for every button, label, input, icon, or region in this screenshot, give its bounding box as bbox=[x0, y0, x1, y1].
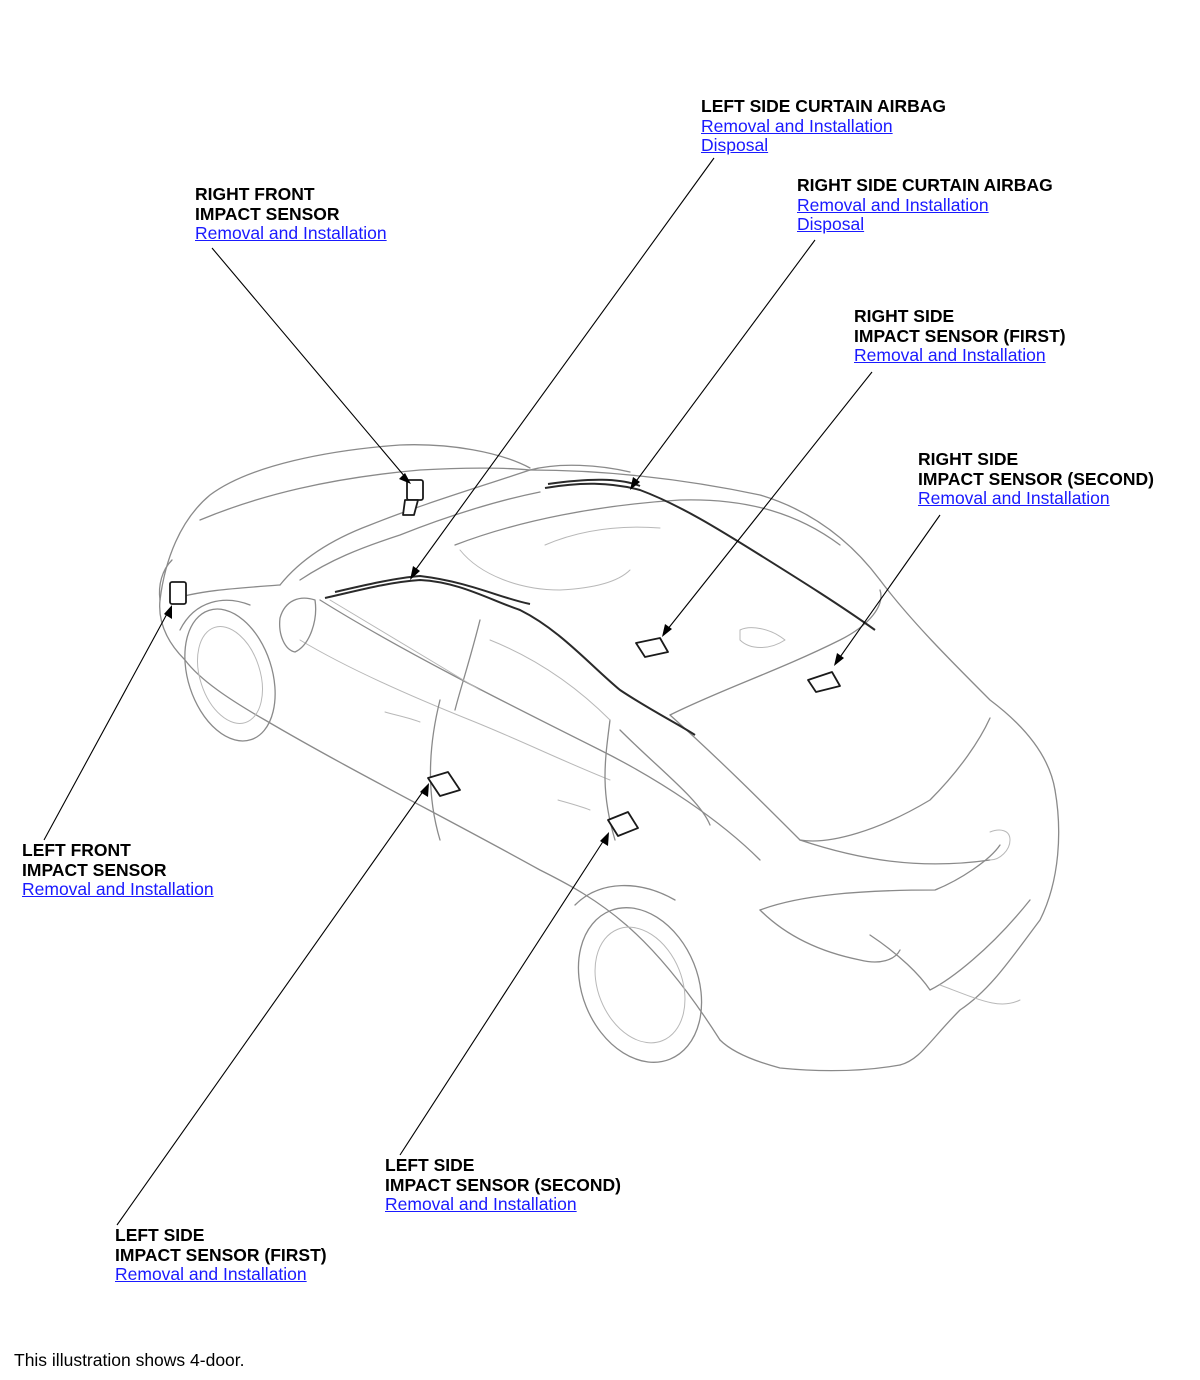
callout-title-line-2: IMPACT SENSOR (SECOND) bbox=[918, 468, 1154, 489]
removal-installation-link[interactable]: Removal and Installation bbox=[22, 879, 214, 899]
callout-title-line-1: LEFT SIDE bbox=[115, 1225, 205, 1245]
right-side-sensor-first-shape bbox=[635, 637, 669, 658]
left-curtain-airbag-shape bbox=[324, 575, 696, 736]
removal-installation-link[interactable]: Removal and Installation bbox=[918, 488, 1110, 508]
removal-installation-link[interactable]: Removal and Installation bbox=[797, 194, 989, 215]
removal-installation-link[interactable]: Removal and Installation bbox=[195, 223, 387, 243]
callout-right-side-impact-sensor-second: RIGHT SIDE IMPACT SENSOR (SECOND) Remova… bbox=[918, 449, 1154, 509]
callout-left-side-curtain-airbag: LEFT SIDE CURTAIN AIRBAG Removal and Ins… bbox=[701, 96, 946, 156]
left-front-impact-sensor-shape bbox=[169, 581, 187, 605]
callout-title-line-2: IMPACT SENSOR (FIRST) bbox=[854, 325, 1066, 346]
callout-title-line-2: IMPACT SENSOR (FIRST) bbox=[115, 1244, 327, 1265]
callout-title-line-2: IMPACT SENSOR bbox=[195, 203, 340, 224]
removal-installation-link[interactable]: Removal and Installation bbox=[385, 1194, 577, 1214]
callout-title: LEFT SIDE CURTAIN AIRBAG bbox=[701, 96, 946, 116]
callout-right-side-curtain-airbag: RIGHT SIDE CURTAIN AIRBAG Removal and In… bbox=[797, 175, 1053, 235]
illustration-note: This illustration shows 4-door. bbox=[14, 1350, 245, 1370]
callout-title-line-2: IMPACT SENSOR (SECOND) bbox=[385, 1174, 621, 1195]
right-front-impact-sensor-shape bbox=[402, 479, 424, 516]
callout-right-front-impact-sensor: RIGHT FRONT IMPACT SENSOR Removal and In… bbox=[195, 184, 387, 244]
callout-title-line-1: RIGHT SIDE bbox=[854, 306, 955, 326]
left-side-sensor-first-shape bbox=[427, 771, 461, 797]
disposal-link[interactable]: Disposal bbox=[701, 135, 769, 155]
callout-title-line-1: LEFT SIDE bbox=[385, 1155, 475, 1175]
callout-title-line-1: RIGHT SIDE bbox=[918, 449, 1019, 469]
removal-installation-link[interactable]: Removal and Installation bbox=[854, 345, 1046, 365]
callout-right-side-impact-sensor-first: RIGHT SIDE IMPACT SENSOR (FIRST) Removal… bbox=[854, 306, 1066, 366]
callout-left-front-impact-sensor: LEFT FRONT IMPACT SENSOR Removal and Ins… bbox=[22, 840, 214, 900]
right-curtain-airbag-shape bbox=[544, 478, 876, 631]
callout-left-side-impact-sensor-second: LEFT SIDE IMPACT SENSOR (SECOND) Removal… bbox=[385, 1155, 621, 1215]
callout-title-line-1: LEFT FRONT bbox=[22, 840, 131, 860]
callout-left-side-impact-sensor-first: LEFT SIDE IMPACT SENSOR (FIRST) Removal … bbox=[115, 1225, 327, 1285]
leader-lines bbox=[43, 157, 941, 1226]
removal-installation-link[interactable]: Removal and Installation bbox=[115, 1264, 307, 1284]
removal-installation-link[interactable]: Removal and Installation bbox=[701, 115, 893, 136]
car-outline bbox=[158, 444, 1060, 1072]
disposal-link[interactable]: Disposal bbox=[797, 214, 865, 234]
left-side-sensor-second-shape bbox=[607, 811, 639, 837]
callout-title: RIGHT SIDE CURTAIN AIRBAG bbox=[797, 175, 1053, 195]
callout-title-line-1: RIGHT FRONT bbox=[195, 184, 315, 204]
right-side-sensor-second-shape bbox=[807, 671, 841, 693]
callout-title-line-2: IMPACT SENSOR bbox=[22, 859, 167, 880]
